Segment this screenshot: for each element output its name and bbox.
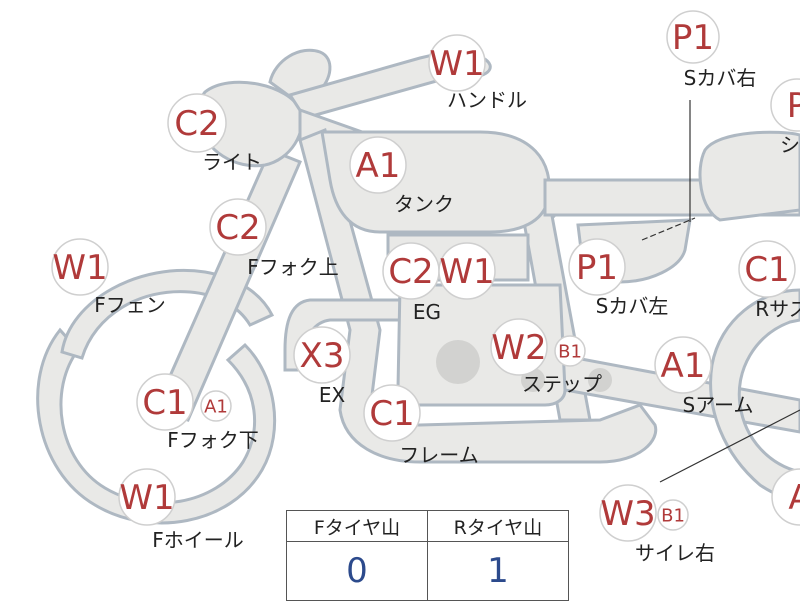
badge-code-text: W1 [52,248,107,288]
badge-circle [209,198,267,256]
rear-tire-header: Rタイヤ山 [427,510,569,542]
part-label-s-arm: Sアーム [683,393,754,417]
part-label-f-fork-lower: Fフォク下 [167,428,259,452]
part-label-tank: タンク [394,192,454,216]
badge-code-text: C2 [174,104,219,144]
code-badge-f-fork-lower-0: C1 [136,373,194,431]
badge-circle [657,499,689,531]
part-label-step: ステップ [522,372,602,396]
badge-code-text: C2 [215,208,260,248]
code-badge-frame-0: C1 [363,384,421,442]
code-badge-engine-1: W1 [438,242,496,300]
badge-circle [554,335,586,367]
code-badge-silencer-right-0: W3 [599,484,657,542]
code-badge-s-cover-left-0: P1 [568,238,626,296]
badge-circle [738,240,796,298]
badge-code-text: W1 [439,252,494,292]
badge-circle [654,336,712,394]
badge-circle [438,242,496,300]
badge-code-text: C1 [142,383,187,423]
leader-lines [641,100,800,483]
tire-tread-table: Fタイヤ山 Rタイヤ山 0 1 [286,510,569,601]
code-badge-rear-wheel-0: A [771,468,800,526]
badge-circle [167,93,227,153]
code-badge-handle-0: W1 [428,34,486,92]
part-label-handle: ハンドル [447,88,527,112]
code-badge-f-fork-lower-1: A1 [200,390,232,422]
badge-code-text: W1 [119,478,174,518]
part-label-s-cover-left: Sカバ左 [596,294,669,318]
code-badge-seat-0: P [770,78,800,132]
badge-circle [118,468,176,526]
part-label-seat: シ [780,133,800,157]
badge-code-text: C1 [744,250,789,290]
part-label-silencer-right: サイレ右 [635,541,715,565]
code-badge-engine-0: C2 [382,242,440,300]
badge-circle [490,318,548,376]
badge-circle [568,238,626,296]
badge-code-text: A1 [356,146,401,186]
badge-code-text: C2 [388,252,433,292]
code-badge-f-fender-0: W1 [51,238,109,296]
badge-code-text: P [787,86,800,126]
badge-circle [51,238,109,296]
badge-code-text: P1 [672,18,714,58]
badge-code-text: C1 [369,394,414,434]
badge-code-text: A1 [661,346,706,386]
code-badge-s-cover-right-0: P1 [666,10,720,64]
badge-circle [770,78,800,132]
front-tire-header: Fタイヤ山 [286,510,428,542]
badge-circle [293,326,351,384]
front-tire-value: 0 [286,541,428,601]
part-label-frame: フレーム [399,443,478,467]
badge-code-text: A [788,478,800,518]
badge-circle [771,468,800,526]
code-badge-step-0: W2 [490,318,548,376]
part-label-exhaust: EX [319,383,346,407]
badge-code-text: A1 [204,397,228,418]
badge-code-text: B1 [558,342,582,363]
badge-circle [200,390,232,422]
code-badge-f-wheel-0: W1 [118,468,176,526]
badge-code-text: X3 [300,336,345,376]
badge-circle [666,10,720,64]
badge-circle [349,136,407,194]
badge-circle [599,484,657,542]
part-label-f-wheel: Fホイール [152,528,244,552]
badge-code-text: W3 [600,494,655,534]
badge-circle [363,384,421,442]
badge-code-text: P1 [576,248,618,288]
badge-code-text: W2 [491,328,546,368]
part-label-engine: EG [413,300,441,324]
code-badge-exhaust-0: X3 [293,326,351,384]
code-badge-light-0: C2 [167,93,227,153]
badge-circle [428,34,486,92]
part-label-s-cover-right: Sカバ右 [684,66,757,90]
code-badge-r-suspension-0: C1 [738,240,796,298]
part-label-f-fork-upper: Fフォク上 [247,255,339,279]
part-label-light: ライト [202,150,262,174]
part-label-r-suspension: Rサス [755,297,800,321]
code-badge-step-1: B1 [554,335,586,367]
rear-tire-value: 1 [427,541,569,601]
badge-circle [136,373,194,431]
code-badge-s-arm-0: A1 [654,336,712,394]
part-label-f-fender: Fフェン [94,293,166,317]
code-badge-tank-0: A1 [349,136,407,194]
code-badge-f-fork-upper-0: C2 [209,198,267,256]
code-badge-silencer-right-1: B1 [657,499,689,531]
badge-code-text: B1 [661,506,685,527]
badge-code-text: W1 [429,44,484,84]
